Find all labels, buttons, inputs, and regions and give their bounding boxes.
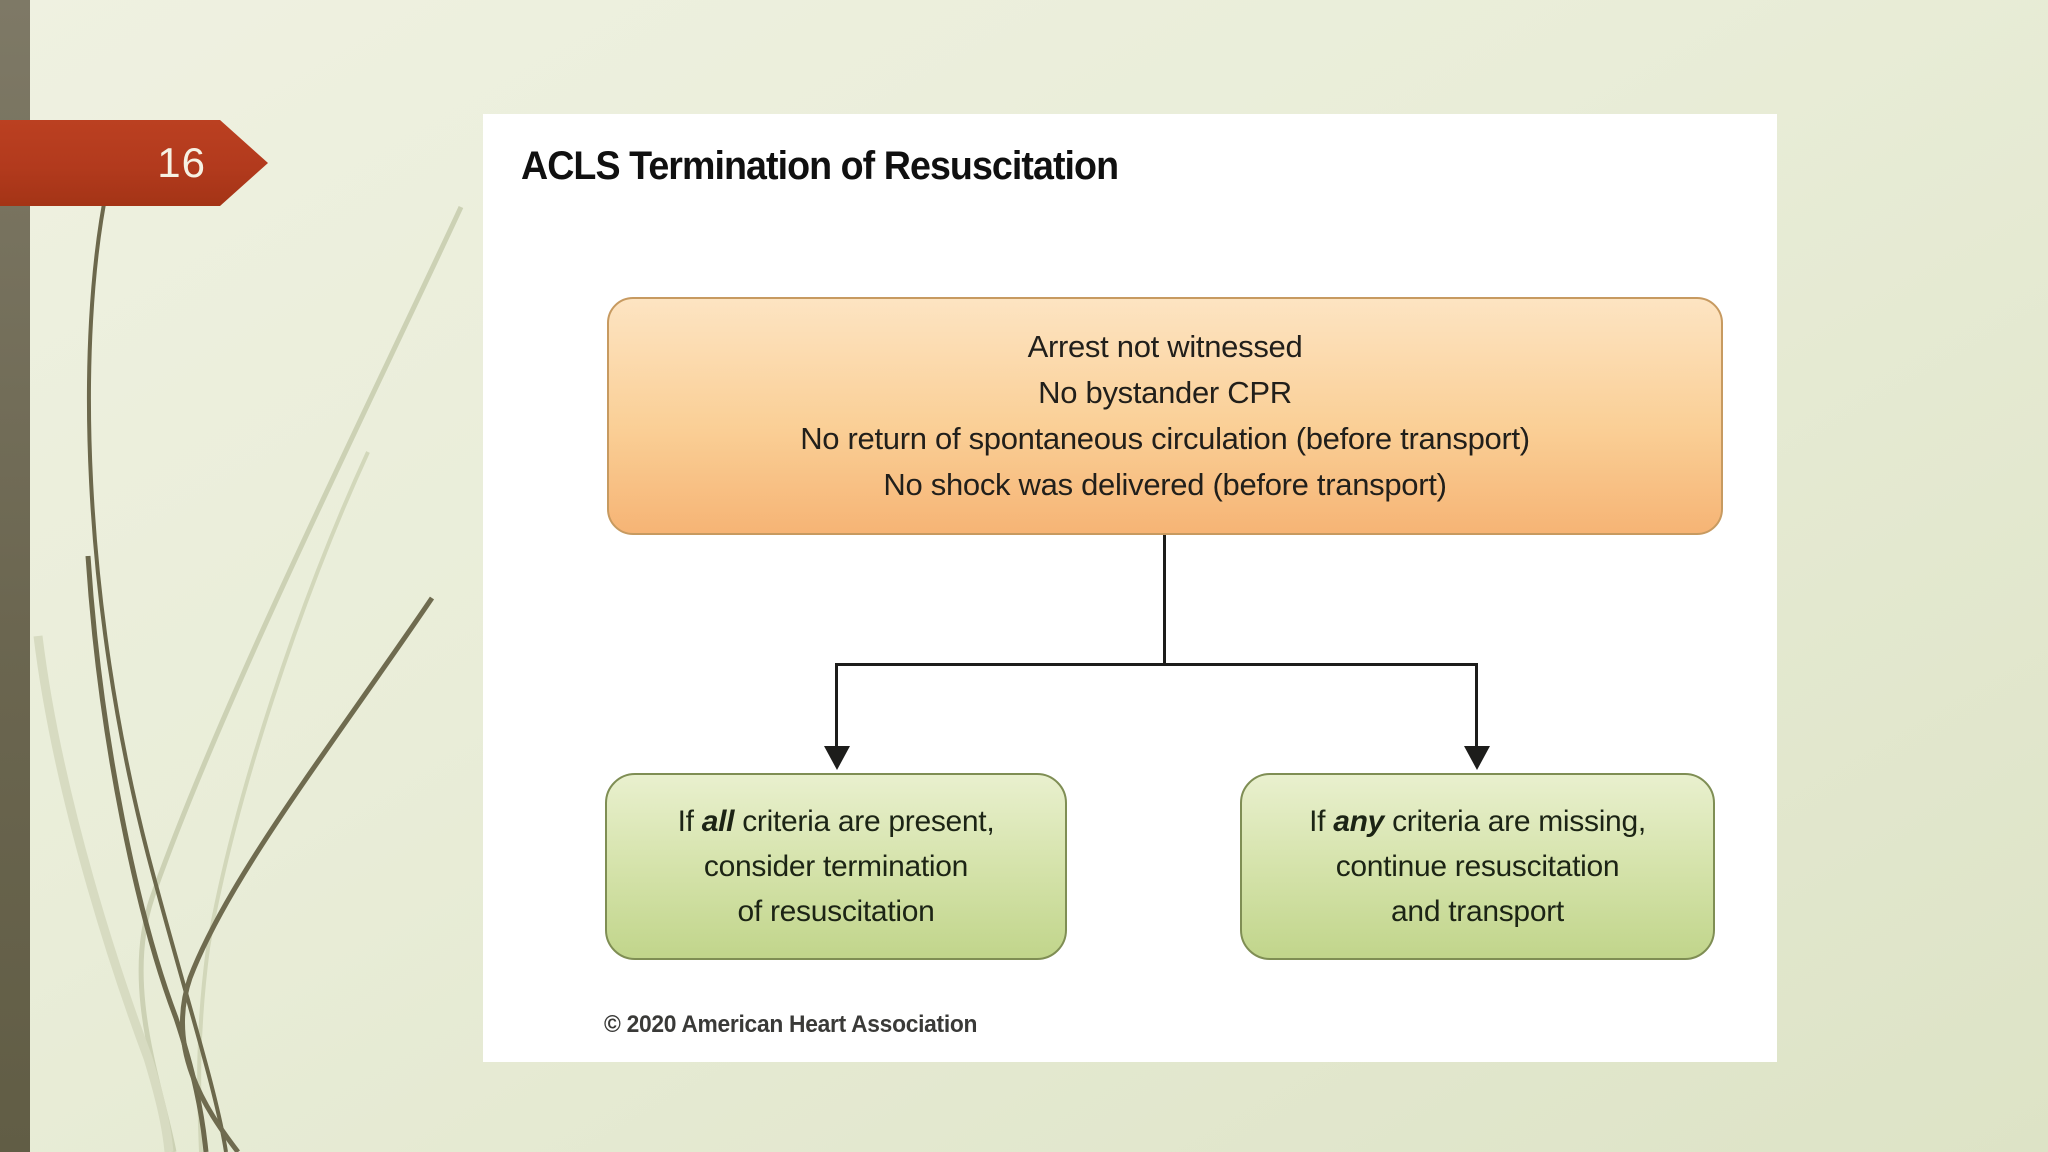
light-grass-blade (33, 635, 174, 1152)
outcome-line: If all criteria are present, (678, 799, 995, 844)
outcome-text: criteria are missing, (1392, 805, 1646, 838)
slide-number: 16 (157, 139, 206, 186)
connector-stem (1163, 535, 1166, 663)
outcome-keyword: any (1333, 805, 1385, 838)
outcome-text: If (1309, 805, 1326, 838)
connector-left-vertical (835, 663, 838, 748)
figure-title: ACLS Termination of Resuscitation (521, 144, 1119, 188)
outcome-line: If any criteria are missing, (1309, 799, 1646, 844)
criteria-line: No shock was delivered (before transport… (883, 467, 1447, 502)
dark-grass-blade (180, 596, 435, 1152)
criteria-line: No bystander CPR (1038, 375, 1292, 410)
criteria-line: Arrest not witnessed (1027, 329, 1303, 364)
connector-horizontal (835, 663, 1478, 666)
slide-number-banner: 16 (0, 120, 268, 206)
down-arrowhead-left-icon (824, 746, 850, 770)
outcome-box-continue: If any criteria are missing, continue re… (1240, 773, 1715, 960)
light-grass-blade (197, 451, 370, 1152)
outcome-text: If (677, 805, 694, 838)
criteria-box: Arrest not witnessed No bystander CPR No… (607, 297, 1723, 535)
outcome-line: consider termination (703, 850, 969, 883)
connector-right-vertical (1475, 663, 1478, 748)
criteria-line: No return of spontaneous circulation (be… (800, 421, 1530, 456)
dark-grass-blade (85, 555, 209, 1152)
outcome-box-terminate: If all criteria are present, consider te… (605, 773, 1067, 960)
outcome-line: of resuscitation (737, 895, 935, 928)
outcome-line: continue resuscitation (1335, 850, 1620, 883)
down-arrowhead-right-icon (1464, 746, 1490, 770)
copyright-notice: © 2020 American Heart Association (604, 1011, 978, 1038)
dark-grass-blade (86, 187, 228, 1152)
figure-panel: ACLS Termination of Resuscitation Arrest… (483, 114, 1777, 1062)
outcome-keyword: all (701, 805, 735, 838)
outcome-line: and transport (1391, 895, 1564, 928)
outcome-text: criteria are present, (742, 805, 995, 838)
